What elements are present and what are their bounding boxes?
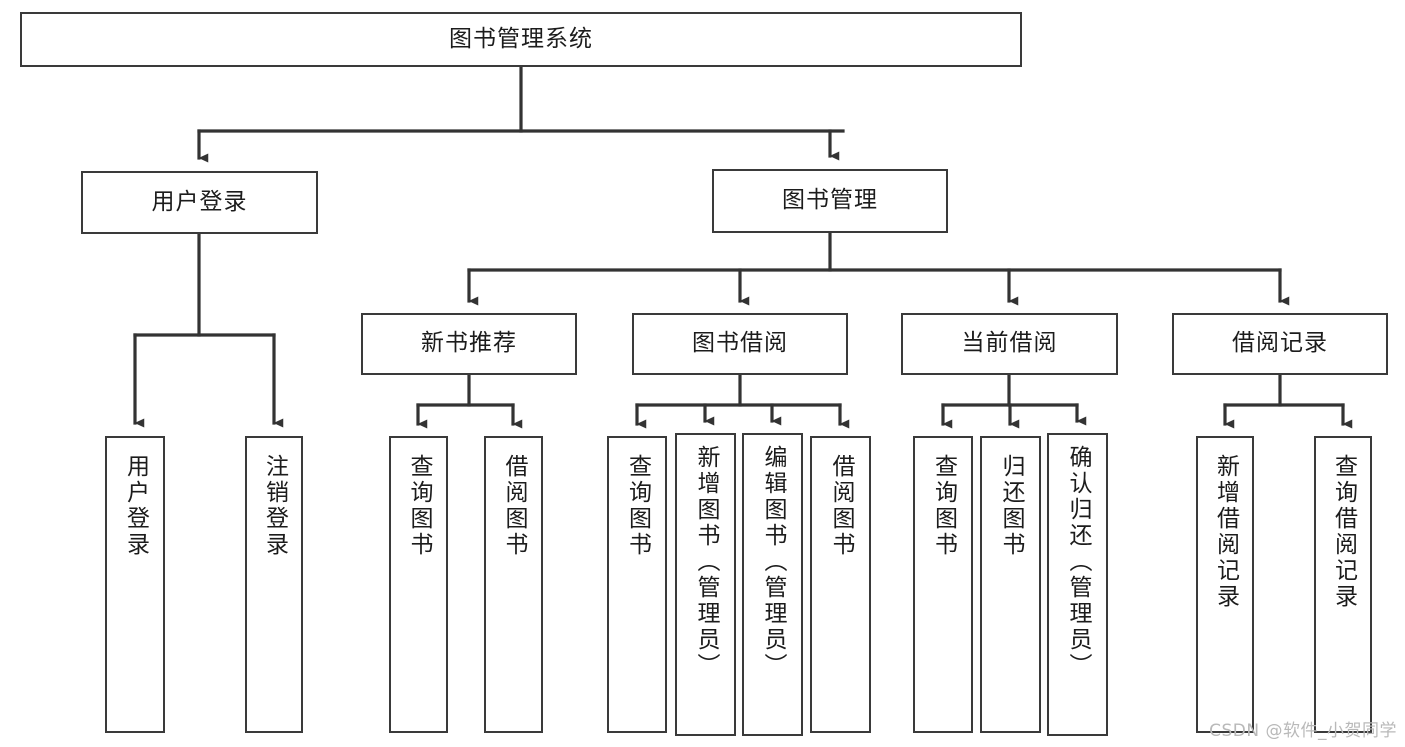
node-label: 图书管理 [782, 187, 878, 214]
node-label: 编辑图书（管理员） [760, 445, 786, 679]
node-label: 图书管理系统 [449, 25, 593, 52]
node-book-borrow[interactable]: 图书借阅 [632, 313, 848, 375]
node-label: 归还图书 [998, 454, 1024, 558]
leaf-user-login[interactable]: 用户登录 [105, 436, 165, 733]
node-label: 当前借阅 [961, 330, 1058, 357]
leaf-add-book-admin[interactable]: 新增图书（管理员） [675, 433, 736, 736]
node-label: 查询借阅记录 [1330, 454, 1357, 610]
leaf-confirm-return-admin[interactable]: 确认归还（管理员） [1047, 433, 1108, 736]
node-current-borrow[interactable]: 当前借阅 [901, 313, 1118, 375]
leaf-query-book-current[interactable]: 查询图书 [913, 436, 973, 733]
csdn-watermark: CSDN @软件_小贺同学 [1209, 721, 1397, 741]
leaf-query-book-borrow[interactable]: 查询图书 [607, 436, 667, 733]
node-user-login[interactable]: 用户登录 [81, 171, 318, 234]
node-label: 注销登录 [261, 454, 288, 558]
node-label: 用户登录 [122, 454, 149, 558]
node-label: 新书推荐 [421, 330, 517, 357]
leaf-add-borrow-record[interactable]: 新增借阅记录 [1196, 436, 1254, 733]
leaf-query-book-recommend[interactable]: 查询图书 [389, 436, 448, 733]
node-label: 查询图书 [406, 454, 432, 558]
node-label: 新增图书（管理员） [693, 445, 719, 679]
node-new-book-recommend[interactable]: 新书推荐 [361, 313, 577, 375]
leaf-edit-book-admin[interactable]: 编辑图书（管理员） [742, 433, 803, 736]
node-root-system[interactable]: 图书管理系统 [20, 12, 1022, 67]
node-label: 借阅记录 [1232, 330, 1328, 357]
leaf-borrow-book-recommend[interactable]: 借阅图书 [484, 436, 543, 733]
leaf-query-borrow-record[interactable]: 查询借阅记录 [1314, 436, 1372, 733]
node-borrow-record[interactable]: 借阅记录 [1172, 313, 1388, 375]
leaf-return-book[interactable]: 归还图书 [980, 436, 1041, 733]
leaf-borrow-book-borrow[interactable]: 借阅图书 [810, 436, 871, 733]
node-label: 图书借阅 [692, 330, 788, 357]
node-label: 新增借阅记录 [1212, 454, 1239, 610]
node-label: 确认归还（管理员） [1065, 445, 1091, 679]
node-label: 查询图书 [930, 454, 957, 558]
node-label: 借阅图书 [501, 454, 527, 558]
node-label: 借阅图书 [828, 454, 854, 558]
node-label: 查询图书 [624, 454, 651, 558]
node-label: 用户登录 [151, 188, 248, 215]
leaf-logout[interactable]: 注销登录 [245, 436, 303, 733]
node-book-manage[interactable]: 图书管理 [712, 169, 948, 233]
